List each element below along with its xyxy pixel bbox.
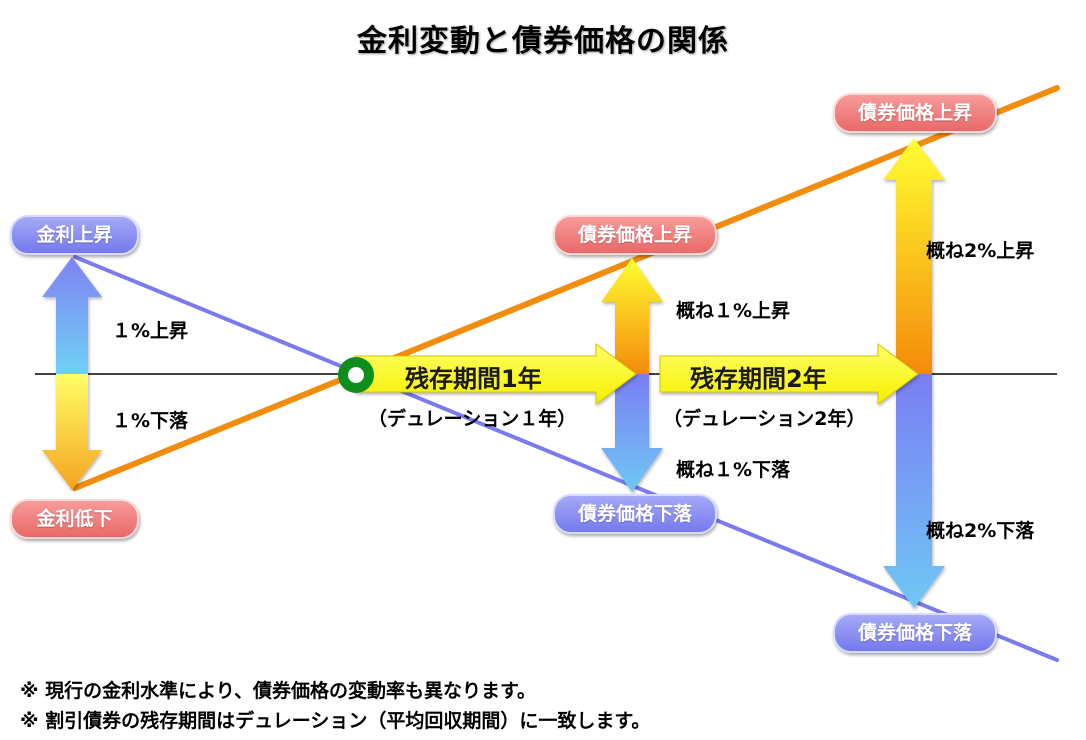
page-title: 金利変動と債券価格の関係: [357, 24, 729, 59]
footnote-1: ※ 現行の金利水準により、債券価格の変動率も異なります。: [20, 680, 537, 702]
label-rate-up-pct: １%上昇: [112, 320, 189, 342]
period-label-2: 残存期間2年: [690, 365, 827, 393]
bond-down-arrow-2: [883, 374, 945, 608]
period-label-1: 残存期間1年: [405, 365, 542, 393]
blue-rate-line: [73, 255, 1059, 662]
pill-bond-up-1: 債券価格上昇: [553, 215, 717, 255]
rate-up-arrow: [42, 257, 102, 374]
label-bond-down-1: 概ね１%下落: [676, 459, 791, 481]
label-bond-down-2: 概ね2%下落: [926, 520, 1035, 542]
label-bond-up-1: 概ね１%上昇: [676, 300, 791, 322]
duration-label-2: （デュレーション2年）: [663, 408, 866, 430]
period-arrow-2: [659, 343, 919, 405]
label-bond-up-2: 概ね2%上昇: [926, 240, 1035, 262]
rate-down-arrow: [42, 374, 102, 490]
label-rate-down-pct: １%下落: [112, 410, 189, 432]
pill-bond-down-1: 債券価格下落: [553, 494, 717, 534]
bond-up-arrow-1: [601, 258, 663, 374]
pill-rate-down: 金利低下: [10, 499, 139, 539]
period-arrow-1: [354, 343, 637, 405]
pill-rate-up: 金利上昇: [10, 215, 139, 255]
footnote-2: ※ 割引債券の残存期間はデュレーション（平均回収期間）に一致します。: [20, 710, 651, 732]
bond-down-arrow-1: [601, 374, 663, 492]
bond-up-arrow-2: [883, 138, 945, 374]
pill-bond-up-2: 債券価格上昇: [833, 93, 997, 133]
duration-label-1: （デュレーション１年）: [368, 408, 577, 430]
orange-rate-line: [72, 85, 1060, 491]
pill-bond-down-2: 債券価格下落: [833, 613, 997, 653]
